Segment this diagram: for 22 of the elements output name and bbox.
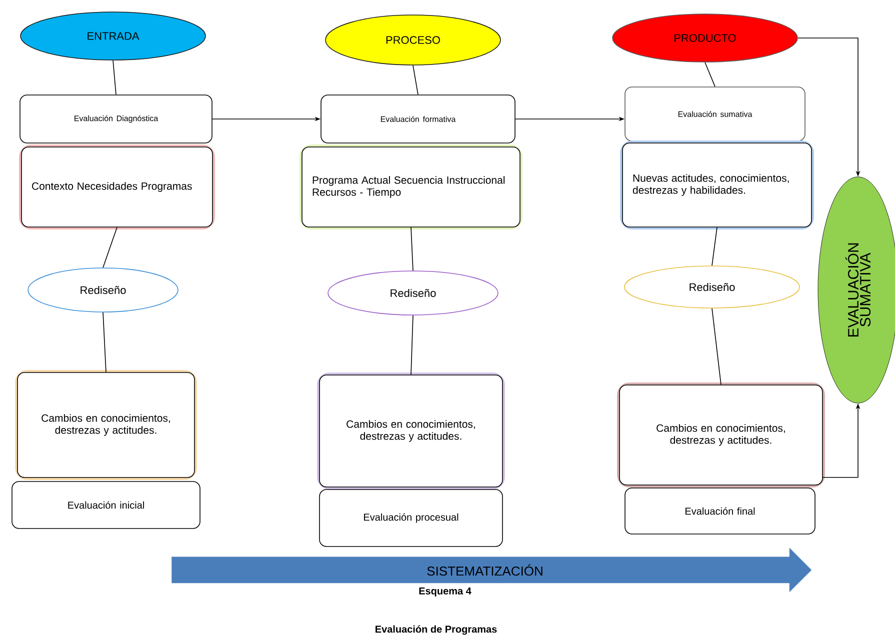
connector-line: [102, 312, 106, 372]
connector-line: [412, 64, 418, 95]
connector-line: [112, 60, 116, 95]
evaluation-box: Evaluación sumativa: [624, 86, 806, 142]
connector-line: [704, 62, 716, 87]
content-box: Nuevas actitudes, conocimientos, destrezas y habilidades.: [620, 140, 814, 230]
connector-line: [712, 226, 718, 266]
content-box: Contexto Necesidades Programas: [19, 144, 215, 230]
evaluation-box: Evaluación procesual: [319, 489, 503, 547]
connector-line: [410, 314, 414, 375]
evaluation-box: Evaluación formativa: [320, 94, 516, 144]
change-box: Cambios en conocimientos, destrezas y actitudes.: [15, 370, 197, 480]
change-box: Cambios en conocimientos, destrezas y actitudes.: [317, 372, 505, 490]
connector-line: [102, 226, 118, 268]
caption-text: Evaluación de Programas: [376, 625, 497, 635]
evaluation-box: Evaluación inicial: [12, 481, 200, 529]
evaluation-box: Evaluación Diagnóstica: [20, 94, 212, 144]
connector-line: [410, 226, 414, 271]
evaluation-box: Evaluación final: [624, 488, 816, 534]
connector-line: [712, 308, 722, 385]
content-box: Programa Actual Secuencia Instruccional Recursos - Tiempo: [300, 144, 522, 230]
change-box: Cambios en conocimientos, destrezas y actitudes.: [617, 382, 825, 488]
